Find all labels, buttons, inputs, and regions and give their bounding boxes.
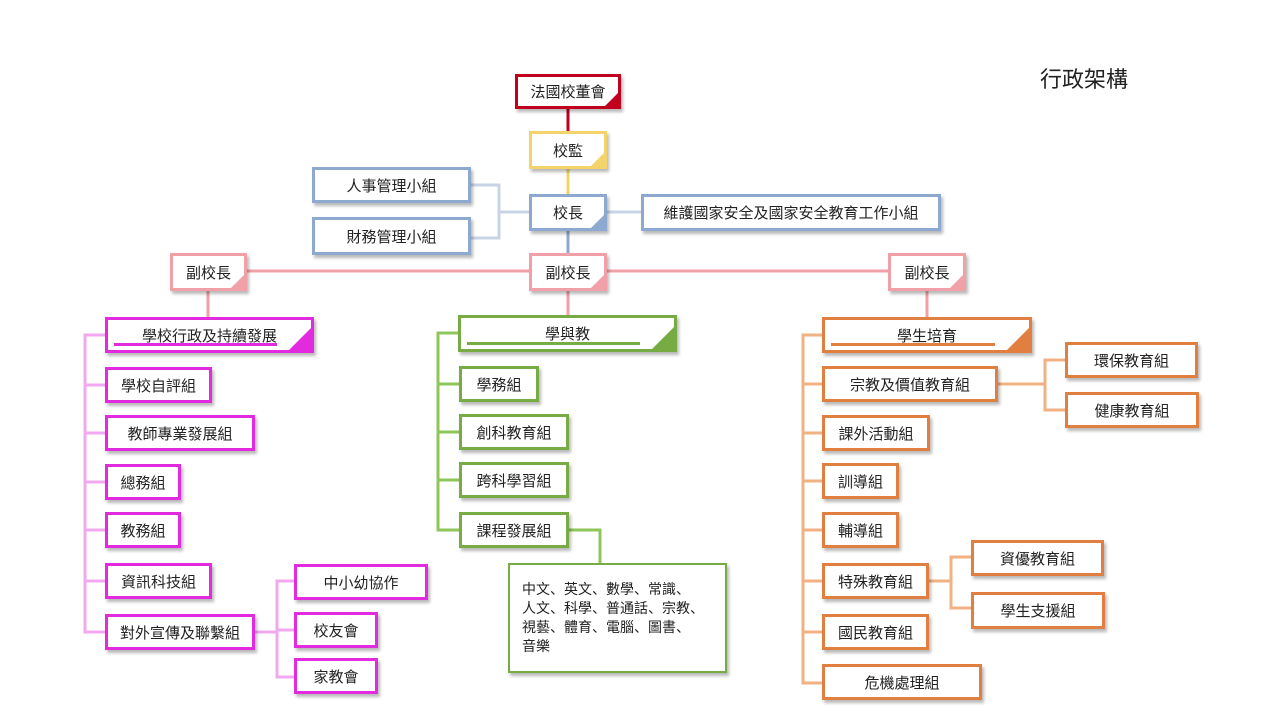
support-label: 學生支援組 xyxy=(1000,602,1076,620)
self-eval-label: 學校自評組 xyxy=(120,376,196,395)
gifted-node: 資優教育組 xyxy=(971,540,1104,576)
page-title: 行政架構 xyxy=(1040,68,1129,93)
finance-label: 財務管理小組 xyxy=(346,227,437,246)
collab-label: 中小幼協作 xyxy=(323,573,399,592)
cross-label: 跨科學習組 xyxy=(476,471,552,490)
discipline-label: 訓導組 xyxy=(837,472,883,491)
vp-right-node: 副校長 xyxy=(888,253,966,291)
pta-node: 家教會 xyxy=(294,658,378,694)
corner-fold xyxy=(591,215,604,228)
hr-node: 人事管理小組 xyxy=(312,167,471,203)
student-head-label: 學生培育 xyxy=(896,326,957,345)
cross-node: 跨科學習組 xyxy=(459,462,569,498)
board-label: 法國校董會 xyxy=(530,83,606,101)
curriculum-node: 課程發展組 xyxy=(459,512,569,548)
hr-label: 人事管理小組 xyxy=(346,176,437,195)
env-node: 環保教育組 xyxy=(1065,342,1198,378)
teaching-head-label: 學與教 xyxy=(544,325,590,343)
general-affairs-label: 總務組 xyxy=(120,473,166,492)
corner-fold xyxy=(652,327,674,349)
corner-fold xyxy=(591,275,604,288)
alumni-label: 校友會 xyxy=(313,621,359,640)
academic-label: 學務組 xyxy=(476,375,522,394)
underline-bar xyxy=(114,343,277,346)
special-node: 特殊教育組 xyxy=(822,563,929,599)
gifted-label: 資優教育組 xyxy=(999,549,1075,568)
connector-principal-hr-finance xyxy=(471,183,501,240)
curriculum-label: 課程發展組 xyxy=(476,521,552,540)
admin-head-node: 學校行政及持續發展 xyxy=(105,317,314,353)
teacher-dev-node: 教師專業發展組 xyxy=(105,415,255,451)
principal-node: 校長 xyxy=(529,194,607,231)
counseling-label: 輔導組 xyxy=(837,521,883,540)
innovation-node: 創科教育組 xyxy=(459,414,569,450)
connector-teaching-branch xyxy=(436,331,602,565)
supervisor-label: 校監 xyxy=(552,141,583,160)
religion-label: 宗教及價值教育組 xyxy=(849,375,970,394)
corner-fold xyxy=(289,328,311,350)
teaching-head-node: 學與教 xyxy=(458,315,677,352)
national-node: 國民教育組 xyxy=(822,614,929,650)
supervisor-node: 校監 xyxy=(529,131,607,169)
subjects-note: 中文、英文、數學、常識、 人文、科學、普通話、宗教、 視藝、體育、電腦、圖書、 … xyxy=(508,563,727,673)
pta-label: 家教會 xyxy=(313,667,359,686)
counseling-node: 輔導組 xyxy=(822,512,899,548)
pr-label: 對外宣傳及聯繫組 xyxy=(119,623,240,642)
teacher-dev-label: 教師專業發展組 xyxy=(127,424,233,443)
academic-affairs-label: 教務組 xyxy=(120,521,166,540)
corner-fold xyxy=(591,153,604,166)
security-node: 維護國家安全及國家安全教育工作小組 xyxy=(641,194,941,231)
vp-center-label: 副校長 xyxy=(545,263,591,282)
admin-head-label: 學校行政及持續發展 xyxy=(141,326,277,345)
alumni-node: 校友會 xyxy=(294,612,378,648)
vp-right-label: 副校長 xyxy=(904,263,950,282)
academic-affairs-node: 教務組 xyxy=(105,512,181,548)
national-label: 國民教育組 xyxy=(837,623,913,642)
academic-node: 學務組 xyxy=(459,366,539,402)
student-head-node: 學生培育 xyxy=(822,317,1032,353)
connector-admin-branch xyxy=(83,333,296,679)
special-label: 特殊教育組 xyxy=(837,572,913,591)
health-label: 健康教育組 xyxy=(1094,401,1170,420)
underline-bar xyxy=(831,343,995,346)
religion-node: 宗教及價值教育組 xyxy=(822,366,998,402)
vp-center-node: 副校長 xyxy=(529,253,607,291)
support-node: 學生支援組 xyxy=(971,592,1105,629)
crisis-label: 危機處理組 xyxy=(864,673,940,692)
security-label: 維護國家安全及國家安全教育工作小組 xyxy=(663,204,919,222)
vp-left-node: 副校長 xyxy=(170,253,247,291)
general-affairs-node: 總務組 xyxy=(105,464,181,500)
env-label: 環保教育組 xyxy=(1093,351,1169,370)
underline-bar xyxy=(467,342,640,345)
extra-label: 課外活動組 xyxy=(838,424,914,443)
finance-node: 財務管理小組 xyxy=(312,217,471,255)
it-label: 資訊科技組 xyxy=(120,572,196,591)
it-node: 資訊科技組 xyxy=(105,563,212,599)
corner-fold xyxy=(1007,328,1029,350)
corner-fold xyxy=(950,275,963,288)
principal-label: 校長 xyxy=(552,204,583,222)
corner-fold xyxy=(605,93,618,106)
connector-student-branch xyxy=(801,333,1066,685)
self-eval-node: 學校自評組 xyxy=(105,367,212,403)
collab-node: 中小幼協作 xyxy=(294,564,428,600)
vp-left-label: 副校長 xyxy=(185,263,231,282)
corner-fold xyxy=(231,275,244,288)
board-node: 法國校董會 xyxy=(515,74,621,109)
pr-node: 對外宣傳及聯繫組 xyxy=(105,614,255,650)
innovation-label: 創科教育組 xyxy=(476,423,552,442)
extra-node: 課外活動組 xyxy=(822,415,930,451)
crisis-node: 危機處理組 xyxy=(822,664,982,700)
health-node: 健康教育組 xyxy=(1065,392,1199,428)
discipline-node: 訓導組 xyxy=(822,463,899,499)
